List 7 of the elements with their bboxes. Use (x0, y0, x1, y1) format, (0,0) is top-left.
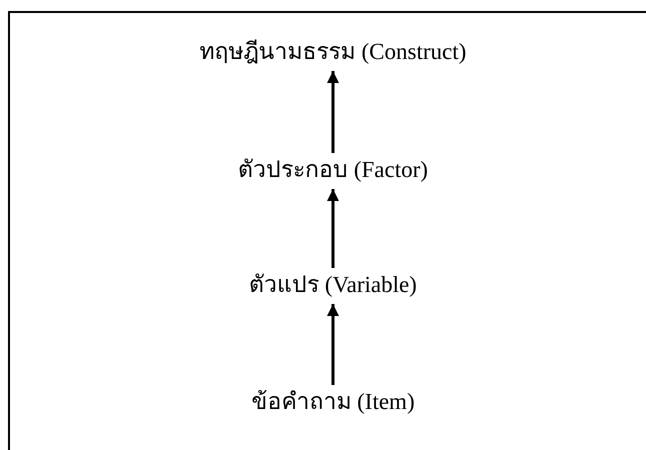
node-label: ตัวแปร (Variable) (249, 270, 417, 300)
node-label: ตัวประกอบ (Factor) (238, 155, 428, 185)
node-label: ข้อคำถาม (Item) (251, 387, 415, 417)
arrow (327, 189, 339, 268)
arrow (327, 304, 339, 385)
node-label: ทฤษฎีนามธรรม (Construct) (200, 37, 466, 67)
arrow (327, 71, 339, 153)
